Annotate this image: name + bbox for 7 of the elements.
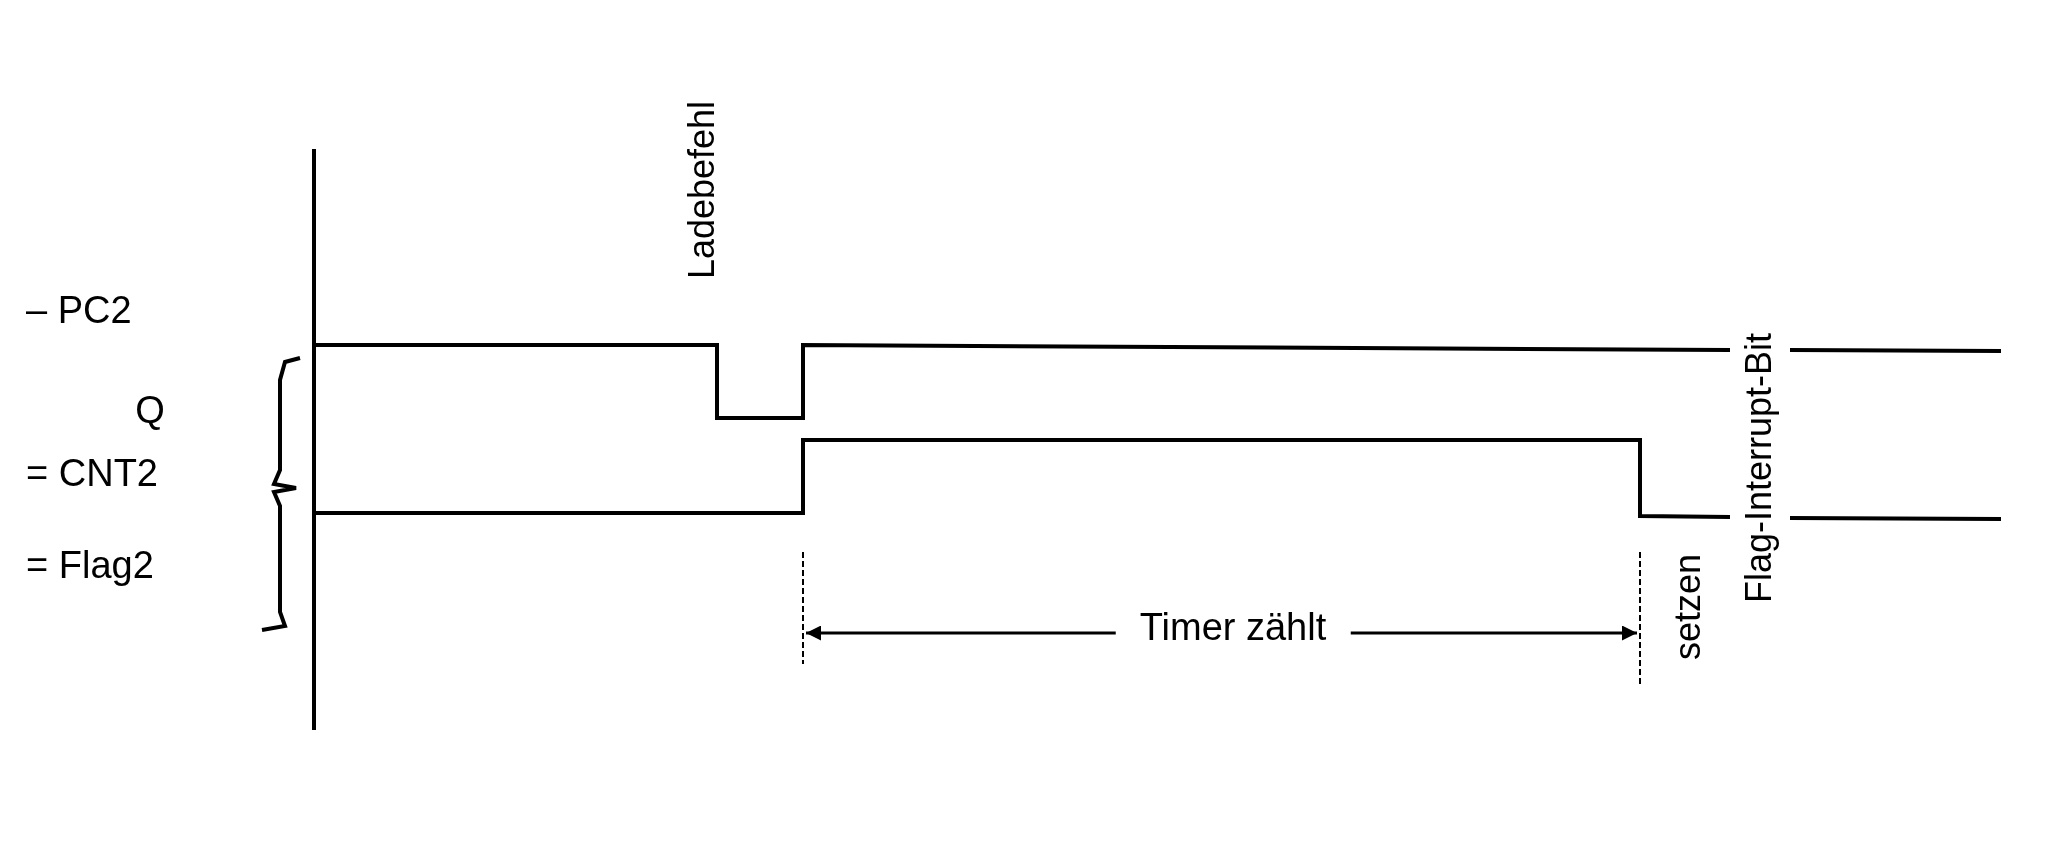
signal-name: = Flag2	[26, 546, 154, 584]
vertical-label: Ladebefehl	[684, 100, 720, 280]
signal-name: – PC2	[26, 291, 132, 329]
signal-name: = CNT2	[26, 454, 158, 492]
vertical-label: Flag-Interrupt-Bit	[1741, 332, 1777, 604]
signal-name: Q	[135, 391, 165, 429]
vertical-label: setzen	[1670, 553, 1706, 661]
